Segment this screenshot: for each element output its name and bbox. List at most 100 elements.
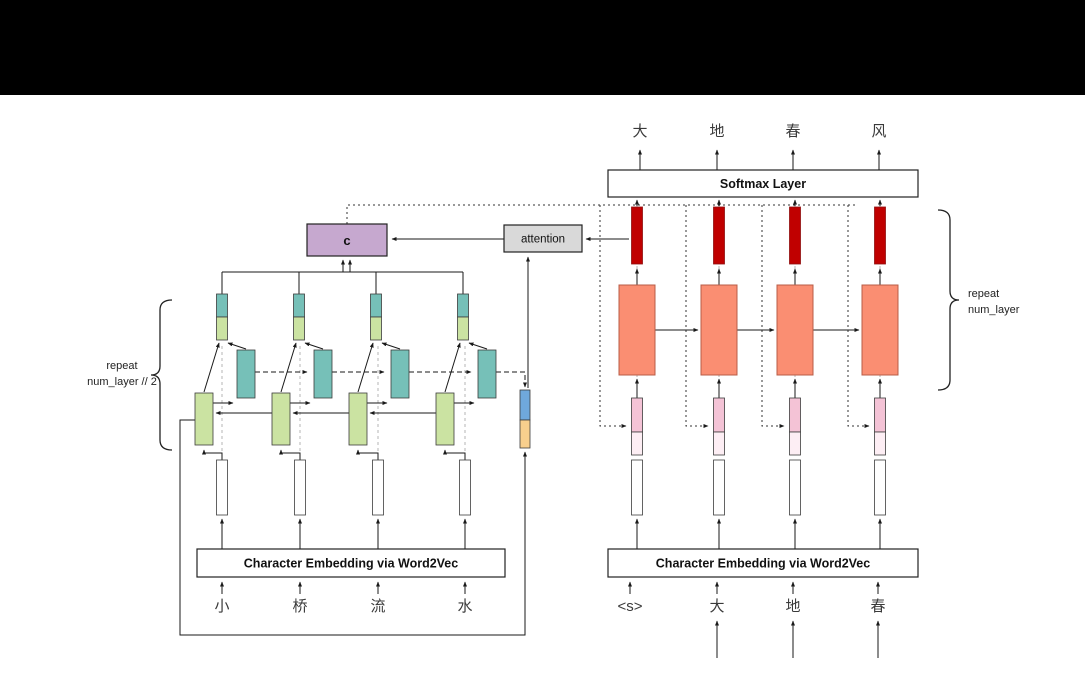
softmax-box-label: Softmax Layer [720, 177, 806, 191]
decoder-output-char: 大 [632, 123, 647, 140]
encoder-embedding-bars [216, 459, 471, 516]
encoder-green-bar [271, 392, 291, 446]
decoder-pink-bar [631, 397, 643, 433]
encoder-forward-rnn-arrows [255, 370, 527, 388]
encoder-teal-bar [477, 349, 497, 399]
encoder-residual-guides [221, 344, 466, 457]
decoder-input-char: 春 [870, 598, 885, 615]
arrow [304, 342, 324, 350]
decoder-pink-bar [874, 397, 886, 433]
final-state-feedback-line [179, 419, 527, 636]
decoder-white-bar [789, 459, 801, 516]
encoder-stack-green-bar [370, 316, 382, 341]
encoder-white-bar [216, 459, 228, 516]
decoder-output-bar [713, 206, 725, 265]
attention-box-rect [503, 224, 583, 253]
decoder-output-bar [631, 206, 643, 265]
decoder-repeat-annotation: repeat num_layer [937, 209, 1020, 391]
decoder-embedding-label: Character Embedding via Word2Vec [656, 557, 870, 571]
encoder-stack-teal-bar [216, 293, 228, 318]
context-bus-line [346, 204, 857, 224]
arrow [468, 342, 488, 350]
encoder-embedding-label: Character Embedding via Word2Vec [244, 557, 458, 571]
softmax-box-rect [607, 169, 919, 198]
arrow [202, 449, 223, 460]
encoder-green-bar [194, 392, 214, 446]
forward-rnn-arrow [496, 371, 527, 388]
decoder-output-bar [789, 206, 801, 265]
context-box-label: c [343, 233, 350, 248]
encoder-stack-teal-bar [293, 293, 305, 318]
final-state-yellow-bar [519, 419, 531, 449]
encoder-embedding-box: Character Embedding via Word2Vec [196, 548, 506, 578]
decoder-lstm-cell [776, 284, 814, 376]
context-box-rect [306, 223, 388, 257]
encoder-stack-teal-bar [370, 293, 382, 318]
decoder-white-bar [631, 459, 643, 516]
context-dotted-lines [346, 204, 870, 428]
decoder-output-char: 春 [785, 123, 800, 140]
decoder-input-concat-bars [631, 397, 886, 456]
arrow [443, 449, 466, 460]
encoder-repeat-annotation: repeat num_layer // 2 [87, 299, 173, 451]
decoder-embedding-rect [607, 548, 919, 578]
attention-box-label: attention [521, 234, 565, 246]
right-curly-brace [937, 209, 960, 391]
decoder-output-state-bars [631, 206, 886, 265]
context-vector-box: c [306, 223, 388, 257]
decoder-pink-bar-lower [713, 431, 725, 456]
arrow [357, 342, 374, 393]
attention-box: attention [503, 224, 583, 253]
decoder-pink-bar [789, 397, 801, 433]
encoder-green-bar [348, 392, 368, 446]
encoder-arrows [179, 256, 530, 636]
decoder-input-char: 大 [709, 598, 724, 615]
top-black-bar [0, 0, 1085, 95]
arrow [279, 449, 301, 460]
decoder-white-bar [713, 459, 725, 516]
decoder-arrows [628, 149, 882, 658]
decoder-output-char: 风 [871, 123, 886, 140]
decoder-embedding-box: Character Embedding via Word2Vec [607, 548, 919, 578]
decoder-output-bar [874, 206, 886, 265]
encoder-teal-bar [313, 349, 333, 399]
decoder-output-char: 地 [709, 123, 724, 140]
decoder-input-characters: <s> 大 地 春 [617, 598, 885, 615]
encoder-teal-bar [390, 349, 410, 399]
encoder-stack-green-bar [457, 316, 469, 341]
encoder-input-char: 流 [370, 598, 385, 615]
decoder-pink-bar-lower [874, 431, 886, 456]
decoder-repeat-label-line2: num_layer [968, 304, 1020, 316]
encoder-white-bar [372, 459, 384, 516]
decoder-pink-bar [713, 397, 725, 433]
decoder-repeat-label-line1: repeat [968, 288, 999, 300]
decoder-lstm-cell [861, 284, 899, 376]
context-feed-arrow [685, 205, 709, 428]
decoder-lstm-cell [618, 284, 656, 376]
final-state-blue-bar [519, 389, 531, 421]
encoder-forward-layer [236, 349, 497, 399]
decoder-lstm-cells [618, 284, 899, 376]
encoder-white-bar [294, 459, 306, 516]
encoder-stack-green-bar [293, 316, 305, 341]
encoder-white-bar [459, 459, 471, 516]
encoder-embedding-rect [196, 548, 506, 578]
left-curly-brace [150, 299, 173, 451]
arrow [203, 342, 220, 393]
decoder-pink-bar-lower [789, 431, 801, 456]
decoder-white-bar [874, 459, 886, 516]
encoder-teal-bar [236, 349, 256, 399]
arrow [280, 342, 297, 393]
encoder-input-char: 小 [214, 598, 229, 615]
decoder-lstm-cell [700, 284, 738, 376]
encoder-input-char: 水 [457, 598, 472, 615]
arrow [227, 342, 247, 350]
encoder-backward-layer [194, 392, 455, 446]
decoder-input-char: <s> [617, 598, 642, 615]
decoder-embedding-bars [631, 459, 886, 516]
encoder-final-state-stack [519, 389, 531, 449]
encoder-output-stacks [216, 293, 469, 341]
decoder-input-char: 地 [785, 598, 800, 615]
